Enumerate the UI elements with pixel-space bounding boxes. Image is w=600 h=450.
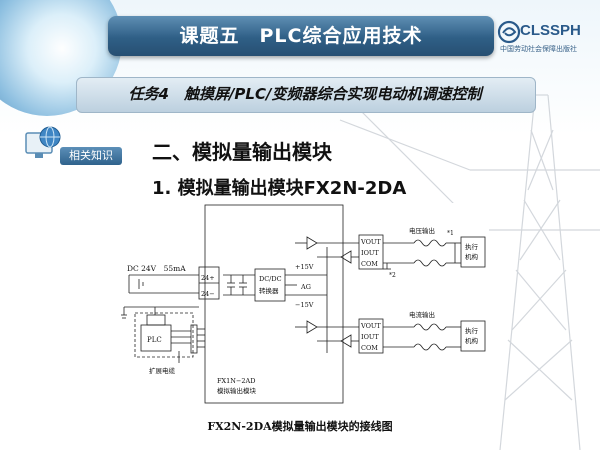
section-subheading: 1. 模拟量输出模块FX2N-2DA	[152, 178, 407, 199]
voltage-output-label: 电压输出	[409, 226, 435, 235]
ch1-com: COM	[361, 260, 378, 268]
title-bar	[108, 16, 494, 56]
note-2: *2	[389, 272, 396, 279]
module-label-1: FX1N−2AD	[217, 377, 255, 385]
globe-screen-icon	[25, 126, 61, 158]
minus15-label: −15V	[295, 301, 314, 309]
cable-label: 扩展电缆	[149, 366, 176, 375]
ch1-actuator-1: 执行	[465, 242, 479, 251]
ch1-iout: IOUT	[361, 249, 379, 257]
wiring-diagram-svg: DC 24V 55mA 24+ 24− DC/DC 转换器 +15V AG −1…	[121, 204, 486, 404]
diagram-caption: FX2N-2DA模拟量输出模块的接线图	[207, 420, 393, 433]
note-1: *1	[447, 230, 454, 237]
ch1-actuator-2: 机构	[465, 252, 479, 261]
wiring-diagram: DC 24V 55mA 24+ 24− DC/DC 转换器 +15V AG −1…	[119, 203, 489, 406]
power-label: DC 24V 55mA	[127, 264, 186, 273]
swirl-logo-icon	[497, 20, 521, 44]
related-knowledge-badge: 相关知识	[60, 147, 122, 165]
ch2-vout: VOUT	[360, 322, 381, 330]
ch2-com: COM	[361, 344, 378, 352]
ag-label: AG	[300, 283, 311, 291]
plc-label: PLC	[147, 336, 162, 344]
ch1-vout: VOUT	[360, 238, 381, 246]
ch2-iout: IOUT	[361, 333, 379, 341]
terminal-24-minus: 24−	[201, 290, 215, 298]
converter-label-1: DC/DC	[259, 275, 282, 283]
course-title: 课题五 PLC综合应用技术	[179, 25, 423, 47]
ch2-actuator-2: 机构	[465, 336, 479, 345]
publisher-logo-text: CLSSPH	[520, 22, 581, 39]
task-bar	[76, 77, 536, 113]
publisher-name: 中国劳动社会保障出版社	[500, 45, 577, 53]
terminal-24-plus: 24+	[201, 274, 215, 282]
module-label-2: 模拟输出模块	[217, 386, 257, 395]
plus15-label: +15V	[295, 263, 314, 271]
task-title: 任务4 触摸屏/PLC/变频器综合实现电动机调速控制	[128, 85, 482, 103]
current-output-label: 电流输出	[409, 310, 435, 319]
ch2-actuator-1: 执行	[465, 326, 479, 335]
converter-label-2: 转换器	[259, 286, 279, 295]
section-heading: 二、模拟量输出模块	[152, 140, 332, 164]
